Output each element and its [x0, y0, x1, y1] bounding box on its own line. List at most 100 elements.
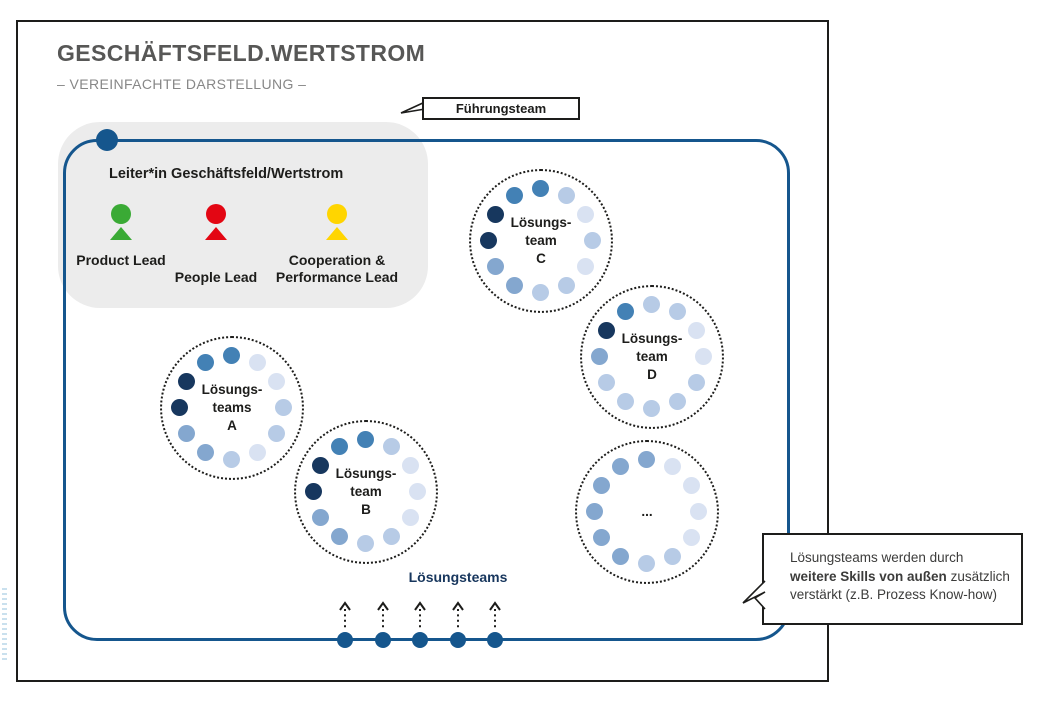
callout-line2-bold: weitere Skills von außen: [790, 568, 947, 584]
team-member-dot: [558, 186, 575, 204]
team-member-dot: [683, 529, 701, 546]
external-skill-dot: [450, 632, 466, 648]
skills-callout: Lösungsteams werden durch weitere Skills…: [762, 533, 1023, 625]
team-member-dot: [249, 353, 266, 371]
external-skill-dot: [375, 632, 391, 648]
callout-line2-rest: zusätzlich: [946, 568, 1010, 584]
team-member-dot: [591, 348, 608, 365]
lead-label: People Lead: [174, 269, 258, 285]
team-member-dot: [197, 353, 214, 371]
team-member-dot: [177, 425, 195, 442]
external-skill-dot: [337, 632, 353, 648]
skills-callout-text: Lösungsteams werden durch weitere Skills…: [790, 549, 1010, 605]
up-arrow-icon: [452, 601, 464, 628]
lead-person-icon-base: [110, 227, 132, 240]
callout-line1: Lösungsteams werden durch: [790, 550, 964, 565]
team-member-dot: [486, 258, 504, 275]
team-member-dot: [249, 444, 266, 462]
callout-tail: [742, 580, 766, 610]
lead-person-icon: [206, 204, 226, 224]
team-member-dot: [506, 186, 523, 204]
team-member-dot: [584, 232, 601, 249]
external-skill-dot: [487, 632, 503, 648]
team-member-dot: [577, 206, 595, 223]
team-member-dot: [268, 373, 286, 390]
team-member-dot: [577, 258, 595, 275]
external-skill-dot: [412, 632, 428, 648]
team-member-dot: [268, 425, 286, 442]
team-member-dot: [592, 529, 610, 546]
team-member-dot: [612, 457, 629, 475]
team-member-dot: [690, 503, 707, 520]
team-member-dot: [643, 296, 660, 313]
team-member-dot: [409, 483, 426, 500]
team-member-dot: [638, 555, 655, 572]
up-arrow-icon: [339, 601, 351, 628]
team-member-dot: [597, 374, 615, 391]
team-member-dot: [532, 284, 549, 301]
team-member-dot: [669, 302, 686, 320]
team-member-dot: [331, 437, 348, 455]
team-member-dot: [643, 400, 660, 417]
team-member-dot: [664, 548, 681, 566]
leader-node-dot: [96, 129, 118, 151]
team-member-dot: [223, 451, 240, 468]
team-member-dot: [383, 437, 400, 455]
team-member-dot: [617, 393, 634, 411]
fuehrungsteam-callout-tail: [400, 101, 426, 114]
team-member-dot: [331, 528, 348, 546]
team-member-dot: [688, 322, 706, 339]
team-member-dot: [612, 548, 629, 566]
team-member-dot: [177, 373, 195, 390]
team-member-dot: [223, 347, 240, 364]
up-arrow-icon: [377, 601, 389, 628]
lead-person-icon-base: [205, 227, 227, 240]
team-circle-team-more: ...: [575, 440, 719, 584]
page-title: GESCHÄFTSFELD.WERTSTROM: [57, 40, 426, 66]
loesungsteams-label: Lösungsteams: [408, 569, 508, 585]
team-member-dot: [695, 348, 712, 365]
team-member-dot: [669, 393, 686, 411]
lead-label: Cooperation &Performance Lead: [275, 252, 399, 285]
team-member-dot: [664, 457, 681, 475]
lead-person-icon: [327, 204, 347, 224]
team-member-dot: [197, 444, 214, 462]
team-member-dot: [532, 180, 549, 197]
fuehrungsteam-callout: Führungsteam: [422, 97, 580, 120]
team-member-dot: [402, 509, 420, 526]
team-member-dot: [688, 374, 706, 391]
lead-person-icon-base: [326, 227, 348, 240]
callout-line3: verstärkt (z.B. Prozess Know-how): [790, 587, 998, 602]
team-member-dot: [586, 503, 603, 520]
team-member-dot: [638, 451, 655, 468]
team-member-dot: [558, 277, 575, 295]
lead-label: Product Lead: [76, 252, 166, 268]
team-member-dot: [617, 302, 634, 320]
team-member-dot: [486, 206, 504, 223]
lead-person-icon: [111, 204, 131, 224]
team-member-dot: [171, 399, 188, 416]
team-member-dot: [597, 322, 615, 339]
team-member-dot: [592, 477, 610, 494]
left-edge-watermark: [2, 588, 7, 662]
team-member-dot: [357, 535, 374, 552]
team-label: ...: [641, 504, 653, 519]
team-member-dot: [383, 528, 400, 546]
up-arrow-icon: [414, 601, 426, 628]
team-member-dot: [311, 509, 329, 526]
page-subtitle: – VEREINFACHTE DARSTELLUNG –: [57, 76, 307, 92]
team-member-dot: [402, 457, 420, 474]
team-member-dot: [357, 431, 374, 448]
team-member-dot: [275, 399, 292, 416]
team-member-dot: [305, 483, 322, 500]
team-member-dot: [683, 477, 701, 494]
